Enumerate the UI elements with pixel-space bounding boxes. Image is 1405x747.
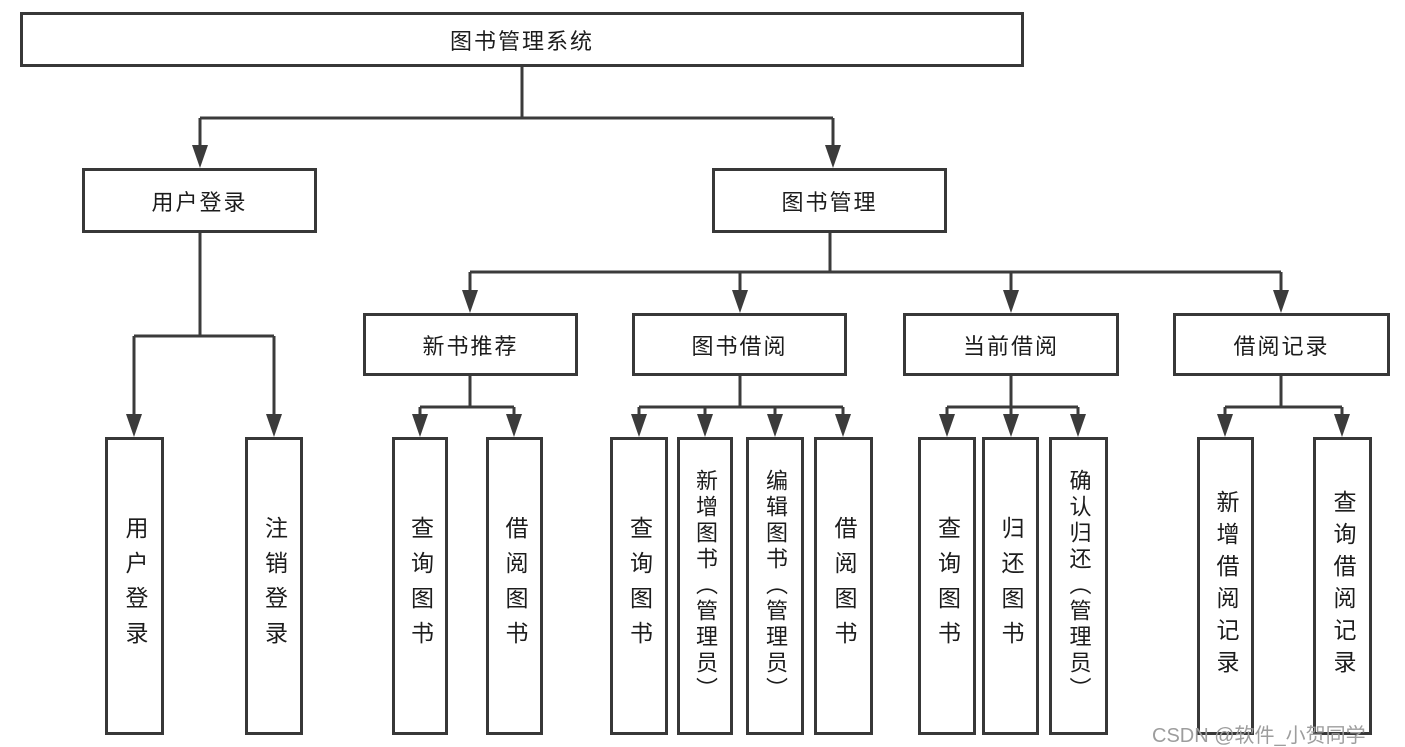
connector-line	[468, 233, 1283, 292]
connector-line	[198, 67, 835, 148]
node-leaf-borrow-borrow-book-label: 借阅图书	[831, 516, 857, 656]
node-leaf-records-query-record: 查询借阅记录	[1313, 437, 1372, 735]
connector-current-borrow-to-leaves	[939, 376, 1086, 437]
node-new-book-rec: 新书推荐	[363, 313, 578, 376]
arrowhead	[462, 290, 478, 313]
arrowhead	[1334, 414, 1350, 437]
node-book-borrow: 图书借阅	[632, 313, 847, 376]
arrowhead	[126, 414, 142, 437]
arrowhead	[1003, 290, 1019, 313]
node-new-book-rec-label: 新书推荐	[422, 333, 519, 359]
node-book-mgmt: 图书管理	[712, 168, 947, 233]
node-leaf-records-query-record-label: 查询借阅记录	[1330, 490, 1356, 682]
node-borrow-records: 借阅记录	[1173, 313, 1390, 376]
node-leaf-borrow-add-book: 新增图书（管理员）	[677, 437, 733, 735]
connector-borrow-records-to-leaves	[1217, 376, 1350, 437]
node-leaf-borrow-edit-book-label: 编辑图书（管理员）	[763, 469, 788, 703]
connector-user-login-to-leaves	[126, 233, 282, 437]
node-leaf-rec-query-book: 查询图书	[392, 437, 448, 735]
arrowhead	[1070, 414, 1086, 437]
connector-new-book-rec-to-leaves	[412, 376, 522, 437]
node-user-login-label: 用户登录	[151, 189, 248, 215]
arrowhead	[631, 414, 647, 437]
node-book-borrow-label: 图书借阅	[691, 333, 788, 359]
node-leaf-current-return-book-label: 归还图书	[998, 516, 1024, 656]
node-leaf-current-query-book-label: 查询图书	[934, 516, 961, 656]
connector-book-mgmt-to-level3	[462, 233, 1289, 313]
node-borrow-records-label: 借阅记录	[1233, 333, 1330, 359]
node-leaf-borrow-query-book-label: 查询图书	[626, 516, 653, 656]
connector-line	[945, 376, 1080, 416]
watermark: CSDN @软件_小贺同学	[1152, 725, 1366, 747]
connector-book-borrow-to-leaves	[631, 376, 851, 437]
node-leaf-rec-borrow-book: 借阅图书	[486, 437, 543, 735]
node-leaf-user-login-label: 用户登录	[122, 516, 148, 656]
node-leaf-current-confirm-return-label: 确认归还（管理员）	[1066, 469, 1092, 703]
arrowhead	[825, 145, 841, 168]
node-leaf-borrow-query-book: 查询图书	[610, 437, 668, 735]
node-current-borrow: 当前借阅	[903, 313, 1119, 376]
arrowhead	[1273, 290, 1289, 313]
node-leaf-records-add-record: 新增借阅记录	[1197, 437, 1254, 735]
node-leaf-current-query-book: 查询图书	[918, 437, 976, 735]
node-leaf-records-add-record-label: 新增借阅记录	[1213, 490, 1239, 682]
node-root: 图书管理系统	[20, 12, 1024, 67]
node-leaf-current-return-book: 归还图书	[982, 437, 1039, 735]
connector-root-to-level2	[192, 67, 841, 168]
connector-line	[418, 376, 516, 416]
arrowhead	[506, 414, 522, 437]
node-current-borrow-label: 当前借阅	[962, 333, 1059, 359]
node-leaf-borrow-borrow-book: 借阅图书	[814, 437, 873, 735]
arrowhead	[192, 145, 208, 168]
connector-line	[637, 376, 845, 416]
node-leaf-logout-label: 注销登录	[261, 516, 288, 656]
node-leaf-current-confirm-return: 确认归还（管理员）	[1049, 437, 1108, 735]
node-leaf-borrow-edit-book: 编辑图书（管理员）	[746, 437, 804, 735]
connector-line	[132, 233, 276, 416]
node-user-login: 用户登录	[82, 168, 317, 233]
arrowhead	[732, 290, 748, 313]
arrowhead	[1217, 414, 1233, 437]
arrowhead	[697, 414, 713, 437]
arrowhead	[412, 414, 428, 437]
node-root-label: 图书管理系统	[449, 28, 594, 54]
arrowhead	[266, 414, 282, 437]
node-leaf-user-login: 用户登录	[105, 437, 164, 735]
arrowhead	[835, 414, 851, 437]
node-leaf-logout: 注销登录	[245, 437, 303, 735]
arrowhead	[1003, 414, 1019, 437]
node-book-mgmt-label: 图书管理	[781, 189, 878, 215]
node-leaf-borrow-add-book-label: 新增图书（管理员）	[693, 469, 718, 703]
arrowhead	[767, 414, 783, 437]
node-leaf-rec-borrow-book-label: 借阅图书	[502, 516, 528, 656]
arrowhead	[939, 414, 955, 437]
connector-line	[1223, 376, 1344, 416]
node-leaf-rec-query-book-label: 查询图书	[407, 516, 434, 656]
